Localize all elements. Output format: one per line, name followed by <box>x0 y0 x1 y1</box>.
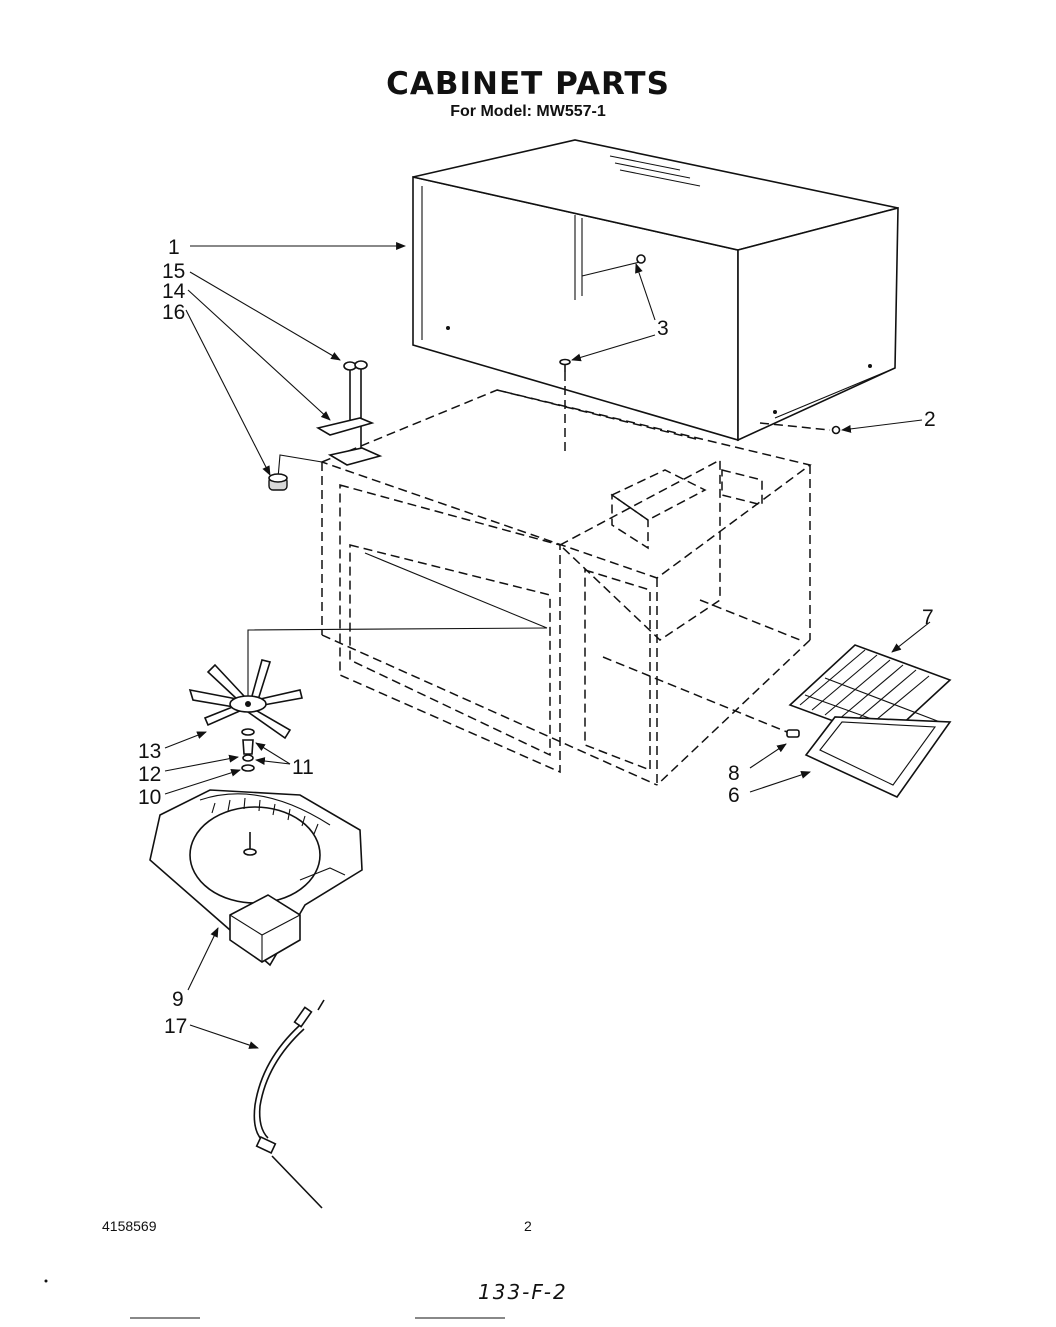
hinge-hardware <box>268 360 383 491</box>
handwritten-note: 133-F-2 <box>478 1280 568 1304</box>
callout-1: 1 <box>168 236 180 259</box>
scan-artifacts <box>44 1279 505 1319</box>
callout-9: 9 <box>172 988 184 1011</box>
screw-part-3 <box>559 254 646 455</box>
callout-16: 16 <box>162 301 185 324</box>
page-title: CABINET PARTS <box>386 66 670 102</box>
callout-17: 17 <box>164 1015 187 1038</box>
page-number: 2 <box>524 1218 532 1234</box>
callout-12: 12 <box>138 763 161 786</box>
oven-tray <box>804 716 952 799</box>
chassis-outline <box>319 389 812 786</box>
stirrer-housing <box>149 789 363 967</box>
rack-pin <box>602 656 800 738</box>
callout-10: 10 <box>138 786 161 809</box>
callout-14: 14 <box>162 280 186 303</box>
callout-labels: 1 15 14 16 3 2 7 13 12 11 10 8 6 9 17 <box>138 236 936 1038</box>
model-subtitle: For Model: MW557-1 <box>450 103 606 120</box>
callout-6: 6 <box>728 784 740 807</box>
callout-15: 15 <box>162 260 185 283</box>
cabinet-wrapper <box>412 139 899 442</box>
callout-7: 7 <box>922 606 934 629</box>
screw-part-2 <box>759 422 841 435</box>
callout-leaders <box>164 242 931 1049</box>
callout-11: 11 <box>292 756 314 779</box>
callout-3: 3 <box>657 317 669 340</box>
sensor-probe <box>253 999 325 1209</box>
stirrer-hardware <box>241 728 255 772</box>
callout-2: 2 <box>924 408 936 431</box>
oven-rack <box>788 644 952 741</box>
callout-8: 8 <box>728 762 740 785</box>
callout-13: 13 <box>138 740 161 763</box>
stirrer-fan <box>188 552 548 740</box>
document-number: 4158569 <box>102 1218 157 1234</box>
